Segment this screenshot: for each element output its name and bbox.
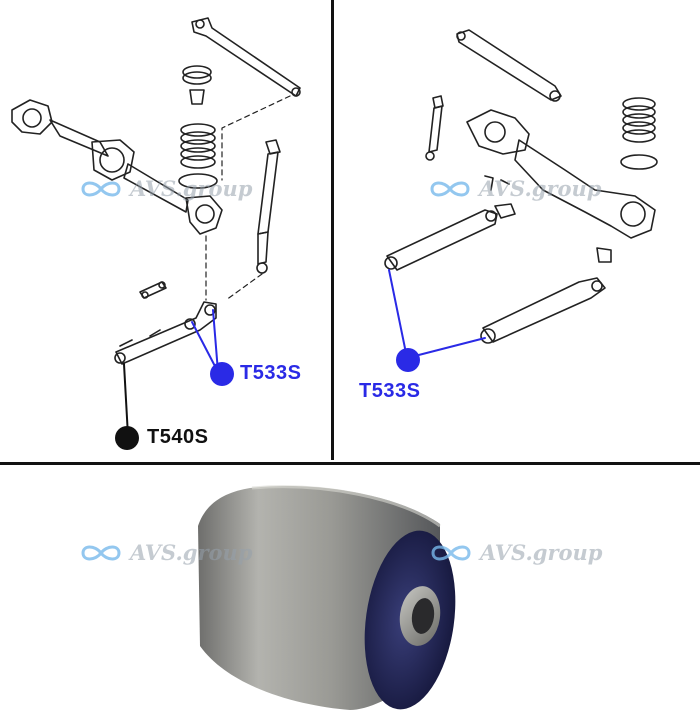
bottom-right-watermark: AVS.group: [428, 540, 603, 565]
watermark-text: AVS.group: [479, 176, 602, 201]
right-watermark: AVS.group: [427, 176, 602, 201]
watermark-text: AVS.group: [130, 176, 253, 201]
vertical-divider: [331, 0, 334, 460]
bottom-left-watermark: AVS.group: [78, 540, 253, 565]
bushing-illustration: [198, 485, 456, 710]
horizontal-divider: [0, 462, 700, 465]
left-suspension-diagram: T533S T540S AVS.group: [0, 0, 333, 460]
left-t533s-marker-dot: [210, 362, 234, 386]
right-diagram-drawing: [384, 29, 658, 372]
right-t533s-label: T533S: [359, 380, 421, 402]
left-t540s-marker-dot: [115, 426, 139, 450]
infinity-icon: [431, 545, 471, 560]
right-suspension-diagram: T533S AVS.group: [335, 0, 700, 460]
infinity-icon: [81, 181, 121, 196]
left-t533s-label: T533S: [240, 362, 302, 384]
bushing-photo: AVS.group AVS.group: [0, 466, 700, 727]
left-watermark: AVS.group: [78, 176, 253, 201]
right-t533s-marker-dot: [396, 348, 420, 372]
watermark-text: AVS.group: [480, 540, 603, 565]
infinity-icon: [430, 181, 470, 196]
watermark-text: AVS.group: [130, 540, 253, 565]
left-t540s-label: T540S: [147, 426, 209, 448]
infinity-icon: [81, 545, 121, 560]
left-diagram-drawing: [11, 17, 301, 450]
